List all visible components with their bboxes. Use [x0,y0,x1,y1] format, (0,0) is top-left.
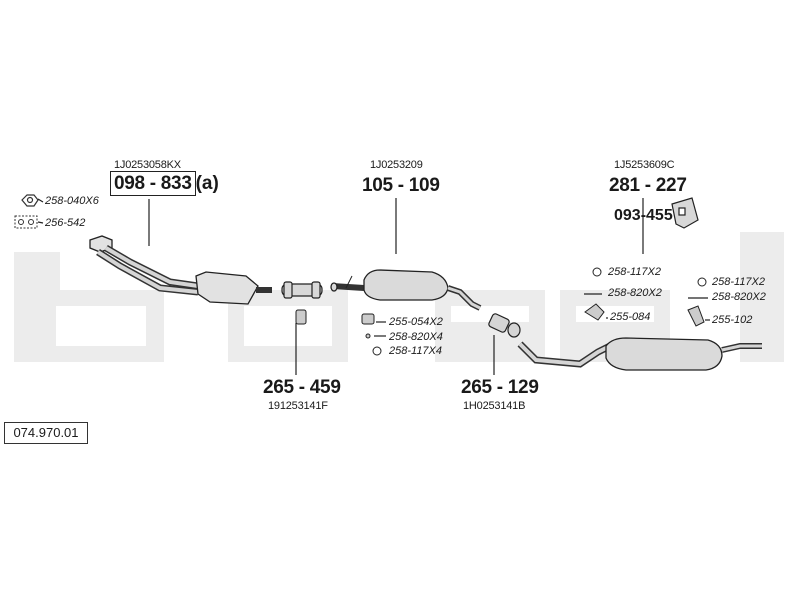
front-pipe-suffix: (a) [195,173,219,194]
rear-silencer-oem: 1J5253609C [614,159,675,171]
clamp-parts-icon [295,309,307,325]
mid-washer-part[interactable]: 258-117X4 [389,345,443,357]
front-pipe-number[interactable]: 098 - 833 [110,171,196,196]
connector-1-number[interactable]: 265 - 459 [263,377,341,398]
front-pipe-part[interactable]: 098 - 833(a) [110,171,219,196]
connector-1-oem: 191253141F [268,400,328,412]
middle-silencer-number[interactable]: 105 - 109 [362,175,440,196]
middle-silencer-icon [330,269,482,311]
mid-hanger-icons [345,275,382,356]
leader-lines [37,198,710,375]
connector-2-oem: 1H0253141B [463,400,526,412]
right-washer-part[interactable]: 258-117X2 [712,276,766,288]
right-bolt-part[interactable]: 258-820X2 [712,291,766,303]
gasket-part[interactable]: 256-542 [45,217,86,229]
front-pipe-oem: 1J0253058KX [114,159,181,171]
rear-washer-part[interactable]: 258-117X2 [608,266,662,278]
front-pipe-icon [89,235,272,305]
mounting-kit-icon [671,197,699,229]
rear-washer-icons [592,267,707,287]
right-hanger-part[interactable]: 255-102 [712,314,753,326]
mid-bolt-part[interactable]: 258-820X4 [389,331,443,343]
rear-silencer-icon [517,337,762,371]
rear-hanger-icons [584,303,705,327]
connector-2-number[interactable]: 265 - 129 [461,377,539,398]
gasket-icon [14,215,38,229]
rear-hanger-part[interactable]: 255-084 [610,311,651,323]
rear-bolt-part[interactable]: 258-820X2 [608,287,662,299]
middle-silencer-oem: 1J0253209 [370,159,423,171]
nut-part[interactable]: 258-040X6 [45,195,99,207]
mid-clamp-part[interactable]: 255-054X2 [389,316,443,328]
mounting-kit-number[interactable]: 093-455 [614,207,673,224]
document-number: 074.970.01 [4,422,88,444]
nut-icon [21,194,39,207]
rear-silencer-number[interactable]: 281 - 227 [609,175,687,196]
rear-connector-icon [488,313,521,338]
connector-clamp-icon [281,281,323,299]
